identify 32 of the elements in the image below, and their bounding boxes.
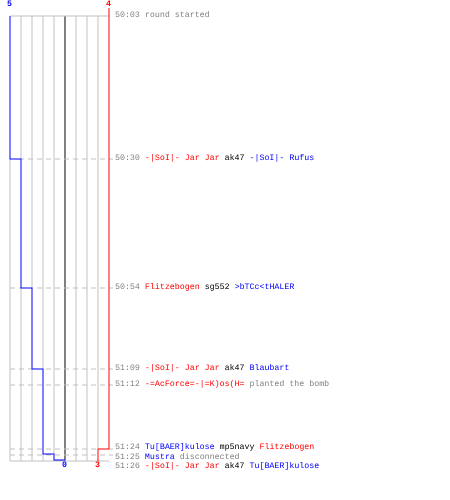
player-name: Blaubart [250, 365, 290, 373]
player-name: Tu[BAER]kulose [144, 444, 215, 452]
player-count: 3 [95, 462, 100, 470]
player-name: Flitzebogen [144, 284, 200, 292]
weapon-name: ak47 [224, 155, 245, 163]
event-time: 51:12 [115, 381, 140, 389]
player-name: Tu[BAER]kulose [250, 463, 320, 471]
event-note: round started [144, 12, 210, 20]
player-name: -=AcForce=-|=K)os(H= [144, 381, 244, 389]
player-count: 4 [106, 1, 111, 9]
event-note: disconnected [180, 454, 240, 462]
weapon-name: ak47 [224, 365, 245, 373]
player-name: Mustra [144, 454, 175, 462]
event-time: 51:24 [115, 444, 140, 452]
player-count: 5 [7, 1, 12, 9]
player-name: -|SoI|- Rufus [250, 155, 314, 163]
event-note: planted the bomb [250, 381, 330, 389]
player-name: -|SoI|- Jar Jar [144, 463, 220, 471]
player-name: -|SoI|- Jar Jar [144, 155, 220, 163]
player-name: Flitzebogen [259, 444, 314, 452]
event-time: 50:03 [115, 12, 140, 20]
weapon-name: mp5navy [220, 444, 254, 452]
weapon-name: ak47 [224, 463, 245, 471]
event-time: 51:09 [115, 365, 140, 373]
event-time: 51:26 [115, 463, 140, 471]
event-time: 50:30 [115, 155, 140, 163]
player-count: 0 [62, 462, 67, 470]
event-time: 50:54 [115, 284, 140, 292]
weapon-name: sg552 [204, 284, 230, 292]
player-name: >bTCc<tHALER [234, 284, 294, 292]
player-name: -|SoI|- Jar Jar [144, 365, 220, 373]
event-time: 51:25 [115, 454, 140, 462]
